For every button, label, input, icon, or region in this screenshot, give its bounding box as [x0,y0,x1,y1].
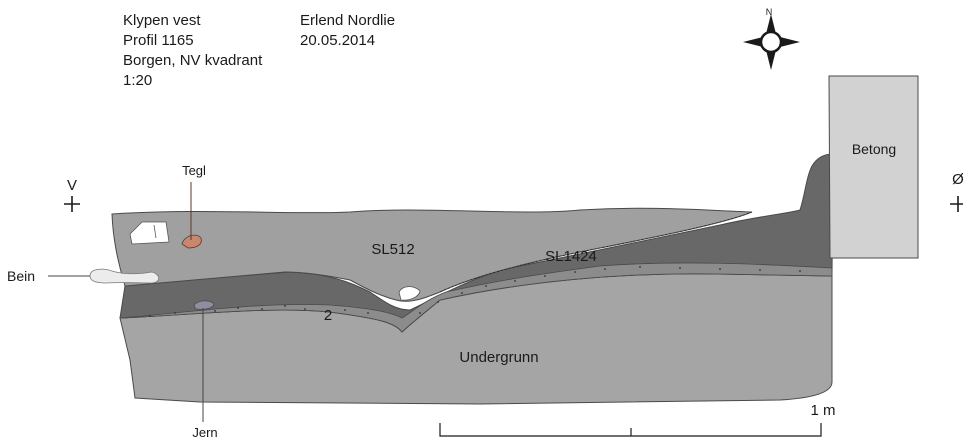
profile-metadata-left: Klypen vest Profil 1165 Borgen, NV kvadr… [123,11,262,91]
label-brick: Tegl [182,163,206,178]
brick-find [181,234,202,249]
label-layer-2: 2 [324,307,332,324]
compass-north-label: N [766,7,773,17]
stone-upper-left [129,221,170,245]
bone-find [89,268,160,284]
west-marker: V [64,177,80,212]
label-concrete: Betong [852,141,896,157]
east-label: Ø [952,171,963,188]
west-label: V [67,177,77,194]
label-sl512: SL512 [371,241,414,258]
layer-sl512 [111,207,753,302]
scale-bar-label: 1 m [810,402,835,419]
profile-metadata-right: Erlend Nordlie 20.05.2014 [300,11,395,51]
label-iron: Jern [192,425,217,440]
site-name: Klypen vest [123,12,201,29]
drawing-date: 20.05.2014 [300,32,376,49]
east-marker: Ø [950,171,963,212]
profile-number: Profil 1165 [123,32,194,49]
location-text: Borgen, NV kvadrant [123,52,263,69]
concrete-block [828,75,919,259]
scale-text: 1:20 [123,72,153,89]
layer-2 [121,262,833,333]
author-name: Erlend Nordlie [300,12,396,29]
scale-bar: 1 m [439,402,836,437]
label-bone: Bein [7,268,35,284]
layer-2-stipple [149,266,801,317]
iron-find [193,300,215,310]
label-subsoil: Undergrunn [459,349,538,366]
label-sl1424: SL1424 [545,248,597,265]
stone-center [398,286,421,301]
compass-rose-icon: N [743,7,800,70]
